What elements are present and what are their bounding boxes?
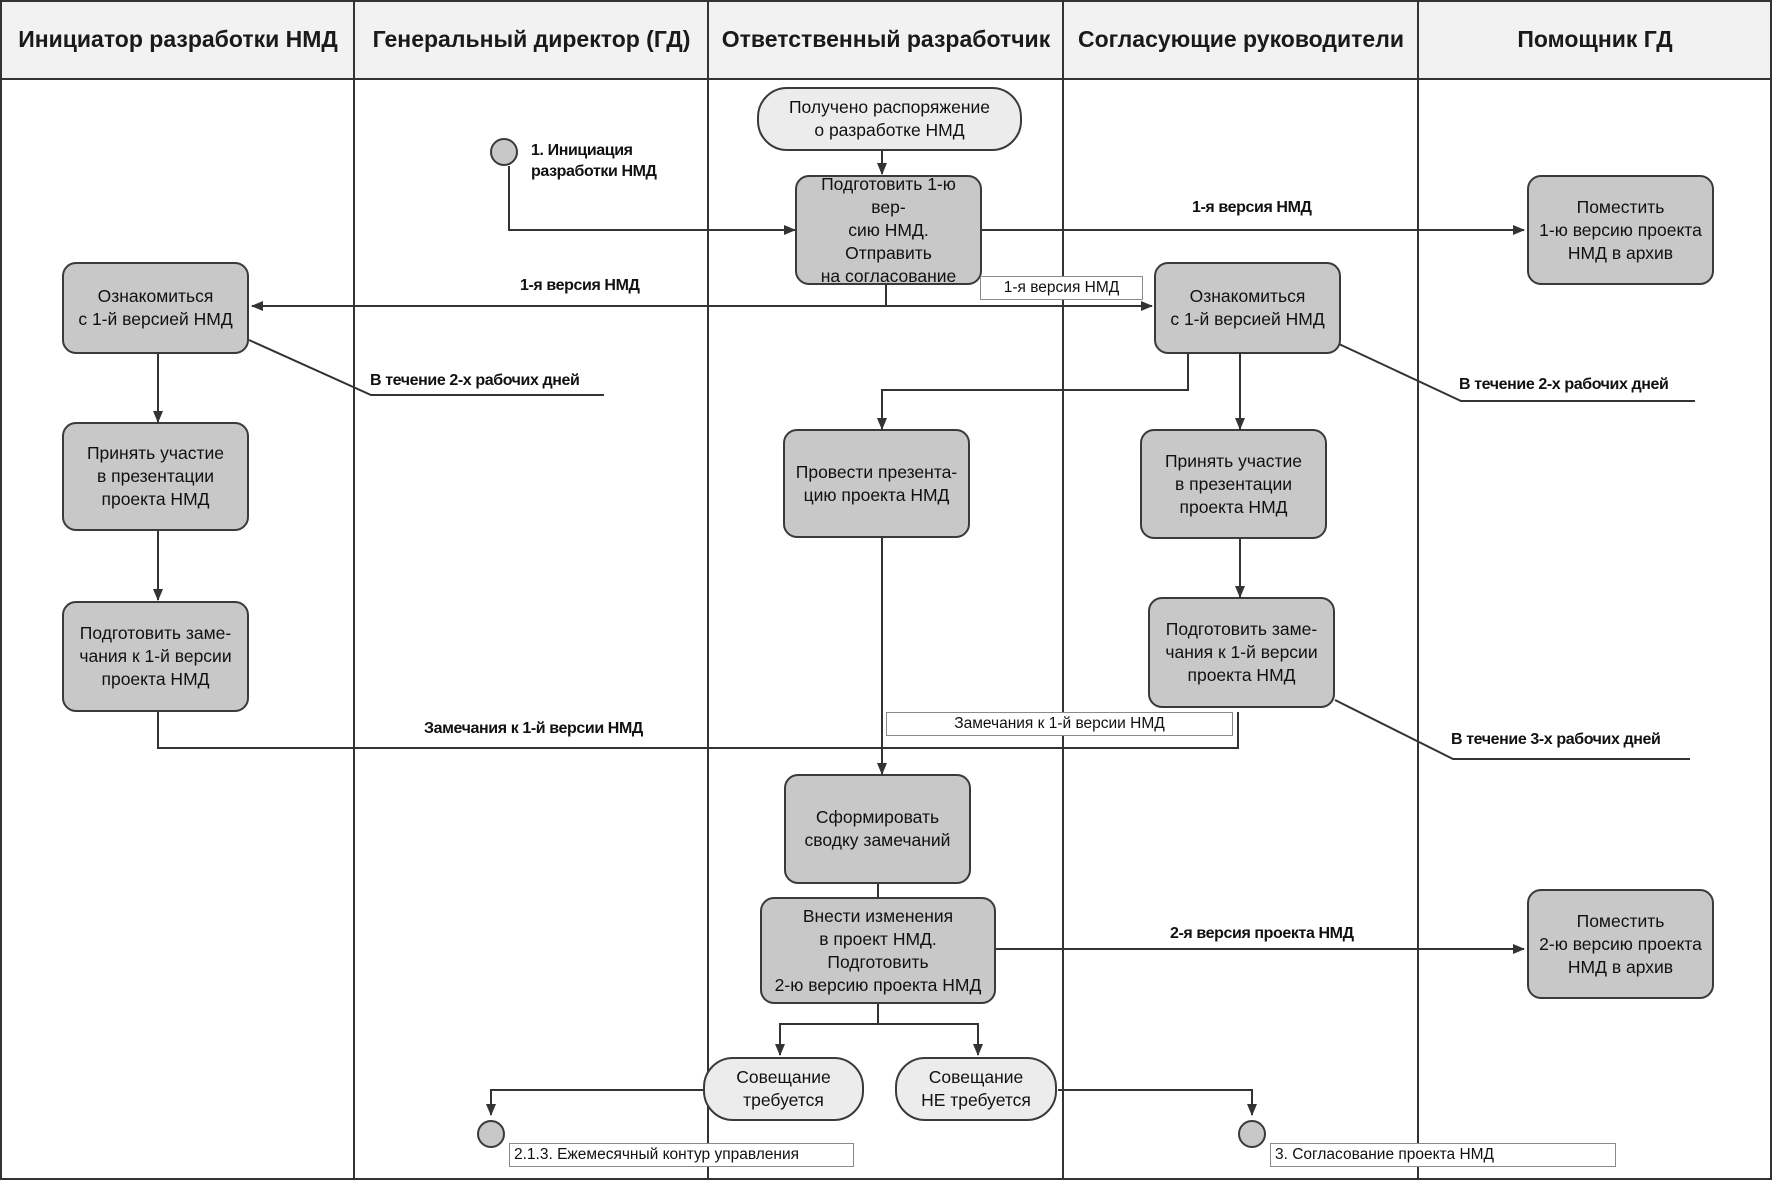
node-summary: Сформировать сводку замечаний (784, 774, 971, 884)
end-event-monthly-label: 2.1.3. Ежемесячный контур управления (509, 1143, 854, 1167)
lane-header-responsible-developer: Ответственный разработчик (721, 25, 1051, 52)
edge-meeting-yes-to-end (486, 1089, 704, 1116)
edge-label-v1-initiator: 1-я версия НМД (520, 277, 640, 294)
edge-label-within-2-days-approvers: В течение 2-х рабочих дней (1459, 376, 1669, 393)
edge-label-v2-archive: 2-я версия проекта НМД (1170, 925, 1354, 942)
edge-init-to-prepare (508, 166, 796, 235)
edge-label-within-3-days: В течение 3-х рабочих дней (1451, 731, 1661, 748)
lane-header-approving-managers: Согласующие руководители (1078, 25, 1404, 52)
node-present-initiator: Принять участие в презентации проекта НМ… (62, 422, 249, 531)
node-review-initiator: Ознакомиться с 1-й версией НМД (62, 262, 249, 354)
leader-2days-initiator (248, 339, 604, 396)
start-event-circle (490, 138, 518, 166)
start-event-label: 1. Инициация разработки НМД (531, 142, 657, 180)
node-make-changes: Внести изменения в проект НМД. Подготови… (760, 897, 996, 1004)
node-remarks-initiator: Подготовить заме- чания к 1-й версии про… (62, 601, 249, 712)
edge-remarks-merge (157, 712, 1239, 749)
edge-label-remarks: Замечания к 1-й версии НМД (424, 720, 643, 737)
lane-header-gd-assistant: Помощник ГД (1517, 25, 1673, 52)
edge-tag-remarks: Замечания к 1-й версии НМД (886, 712, 1233, 736)
end-event-approval-label: 3. Согласование проекта НМД (1270, 1143, 1616, 1167)
end-event-monthly-circle (477, 1120, 505, 1148)
node-present-dev: Провести презента- цию проекта НМД (783, 429, 970, 538)
node-archive-v1: Поместить 1-ю версию проекта НМД в архив (1527, 175, 1714, 285)
edge-branch (779, 1023, 979, 1054)
edge-label-within-2-days-initiator: В течение 2-х рабочих дней (370, 372, 580, 389)
node-meeting-not-required: Совещание НЕ требуется (895, 1057, 1057, 1121)
edge-meeting-no-to-end (1058, 1089, 1257, 1116)
lane-header-general-director: Генеральный директор (ГД) (372, 25, 691, 52)
end-event-approval-circle (1238, 1120, 1266, 1148)
node-meeting-required: Совещание требуется (703, 1057, 864, 1121)
node-remarks-approvers: Подготовить заме- чания к 1-й версии про… (1148, 597, 1335, 708)
lane-header-initiator: Инициатор разработки НМД (18, 25, 338, 52)
node-prepare-v1: Подготовить 1-ю вер- сию НМД. Отправить … (795, 174, 982, 286)
edge-approvers-to-present-dev (877, 354, 1189, 430)
node-archive-v2: Поместить 2-ю версию проекта НМД в архив (1527, 889, 1714, 999)
leader-3days (1334, 699, 1690, 760)
edge-tag-v1-approvers: 1-я версия НМД (980, 276, 1143, 300)
leader-2days-approvers (1338, 343, 1695, 402)
node-review-approvers: Ознакомиться с 1-й версией НМД (1154, 262, 1341, 354)
node-received-order: Получено распоряжение о разработке НМД (757, 87, 1022, 151)
edge-label-v1-archive: 1-я версия НМД (1192, 199, 1312, 216)
node-present-approvers: Принять участие в презентации проекта НМ… (1140, 429, 1327, 539)
lanes-header-bg (2, 2, 1770, 78)
